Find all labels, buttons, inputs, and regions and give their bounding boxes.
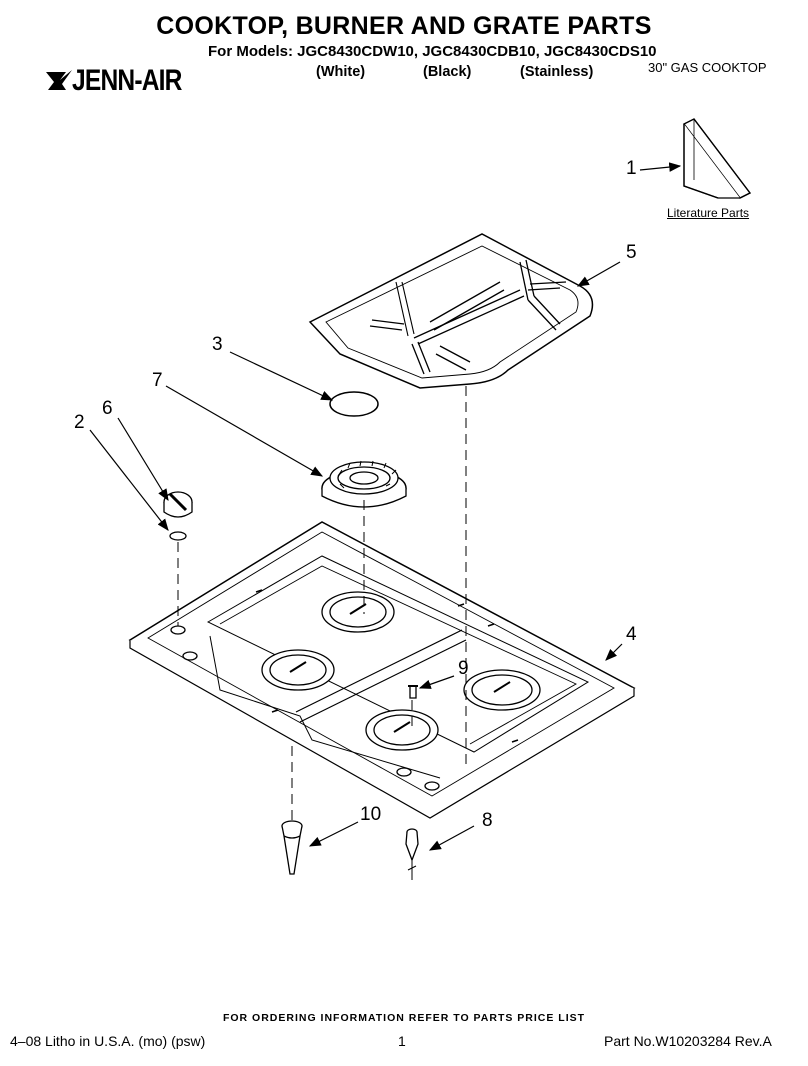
page-title: COOKTOP, BURNER AND GRATE PARTS (156, 12, 652, 40)
cooktop-type: 30" GAS COOKTOP (648, 60, 767, 75)
callout-5: 5 (626, 242, 637, 263)
callout-3: 3 (212, 334, 223, 355)
ordering-note: FOR ORDERING INFORMATION REFER TO PARTS … (222, 1012, 586, 1024)
callout-1: 1 (626, 158, 637, 179)
burner-cap (329, 391, 379, 417)
callout-10: 10 (360, 804, 382, 825)
brand-logo: JENN-AIR (72, 64, 182, 97)
igniter (405, 828, 419, 880)
cooktop-tray (128, 521, 636, 819)
literature-parts-booklet (683, 118, 751, 199)
knob-washer (169, 531, 187, 541)
callout-8: 8 (482, 810, 493, 831)
part-number: Part No.W10203284 Rev.A (604, 1033, 772, 1049)
orifice-screw (408, 685, 418, 699)
variant-white: (White) (316, 64, 366, 80)
literature-parts-label: Literature Parts (667, 206, 750, 220)
page-number: 1 (398, 1033, 406, 1049)
grate (308, 233, 594, 389)
control-knob (163, 491, 193, 518)
callout-2: 2 (74, 412, 85, 433)
variant-stainless: (Stainless) (520, 64, 594, 80)
callout-6: 6 (102, 398, 113, 419)
callout-7: 7 (152, 370, 163, 391)
callout-4: 4 (626, 624, 637, 645)
models-line: For Models: JGC8430CDW10, JGC8430CDB10, … (208, 43, 657, 60)
valve-stem (281, 820, 303, 875)
print-info: 4–08 Litho in U.S.A. (mo) (psw) (10, 1033, 206, 1049)
burner-base (321, 460, 407, 508)
brand-logo-icon (46, 70, 72, 90)
callout-9: 9 (458, 658, 469, 679)
variant-black: (Black) (423, 64, 472, 80)
